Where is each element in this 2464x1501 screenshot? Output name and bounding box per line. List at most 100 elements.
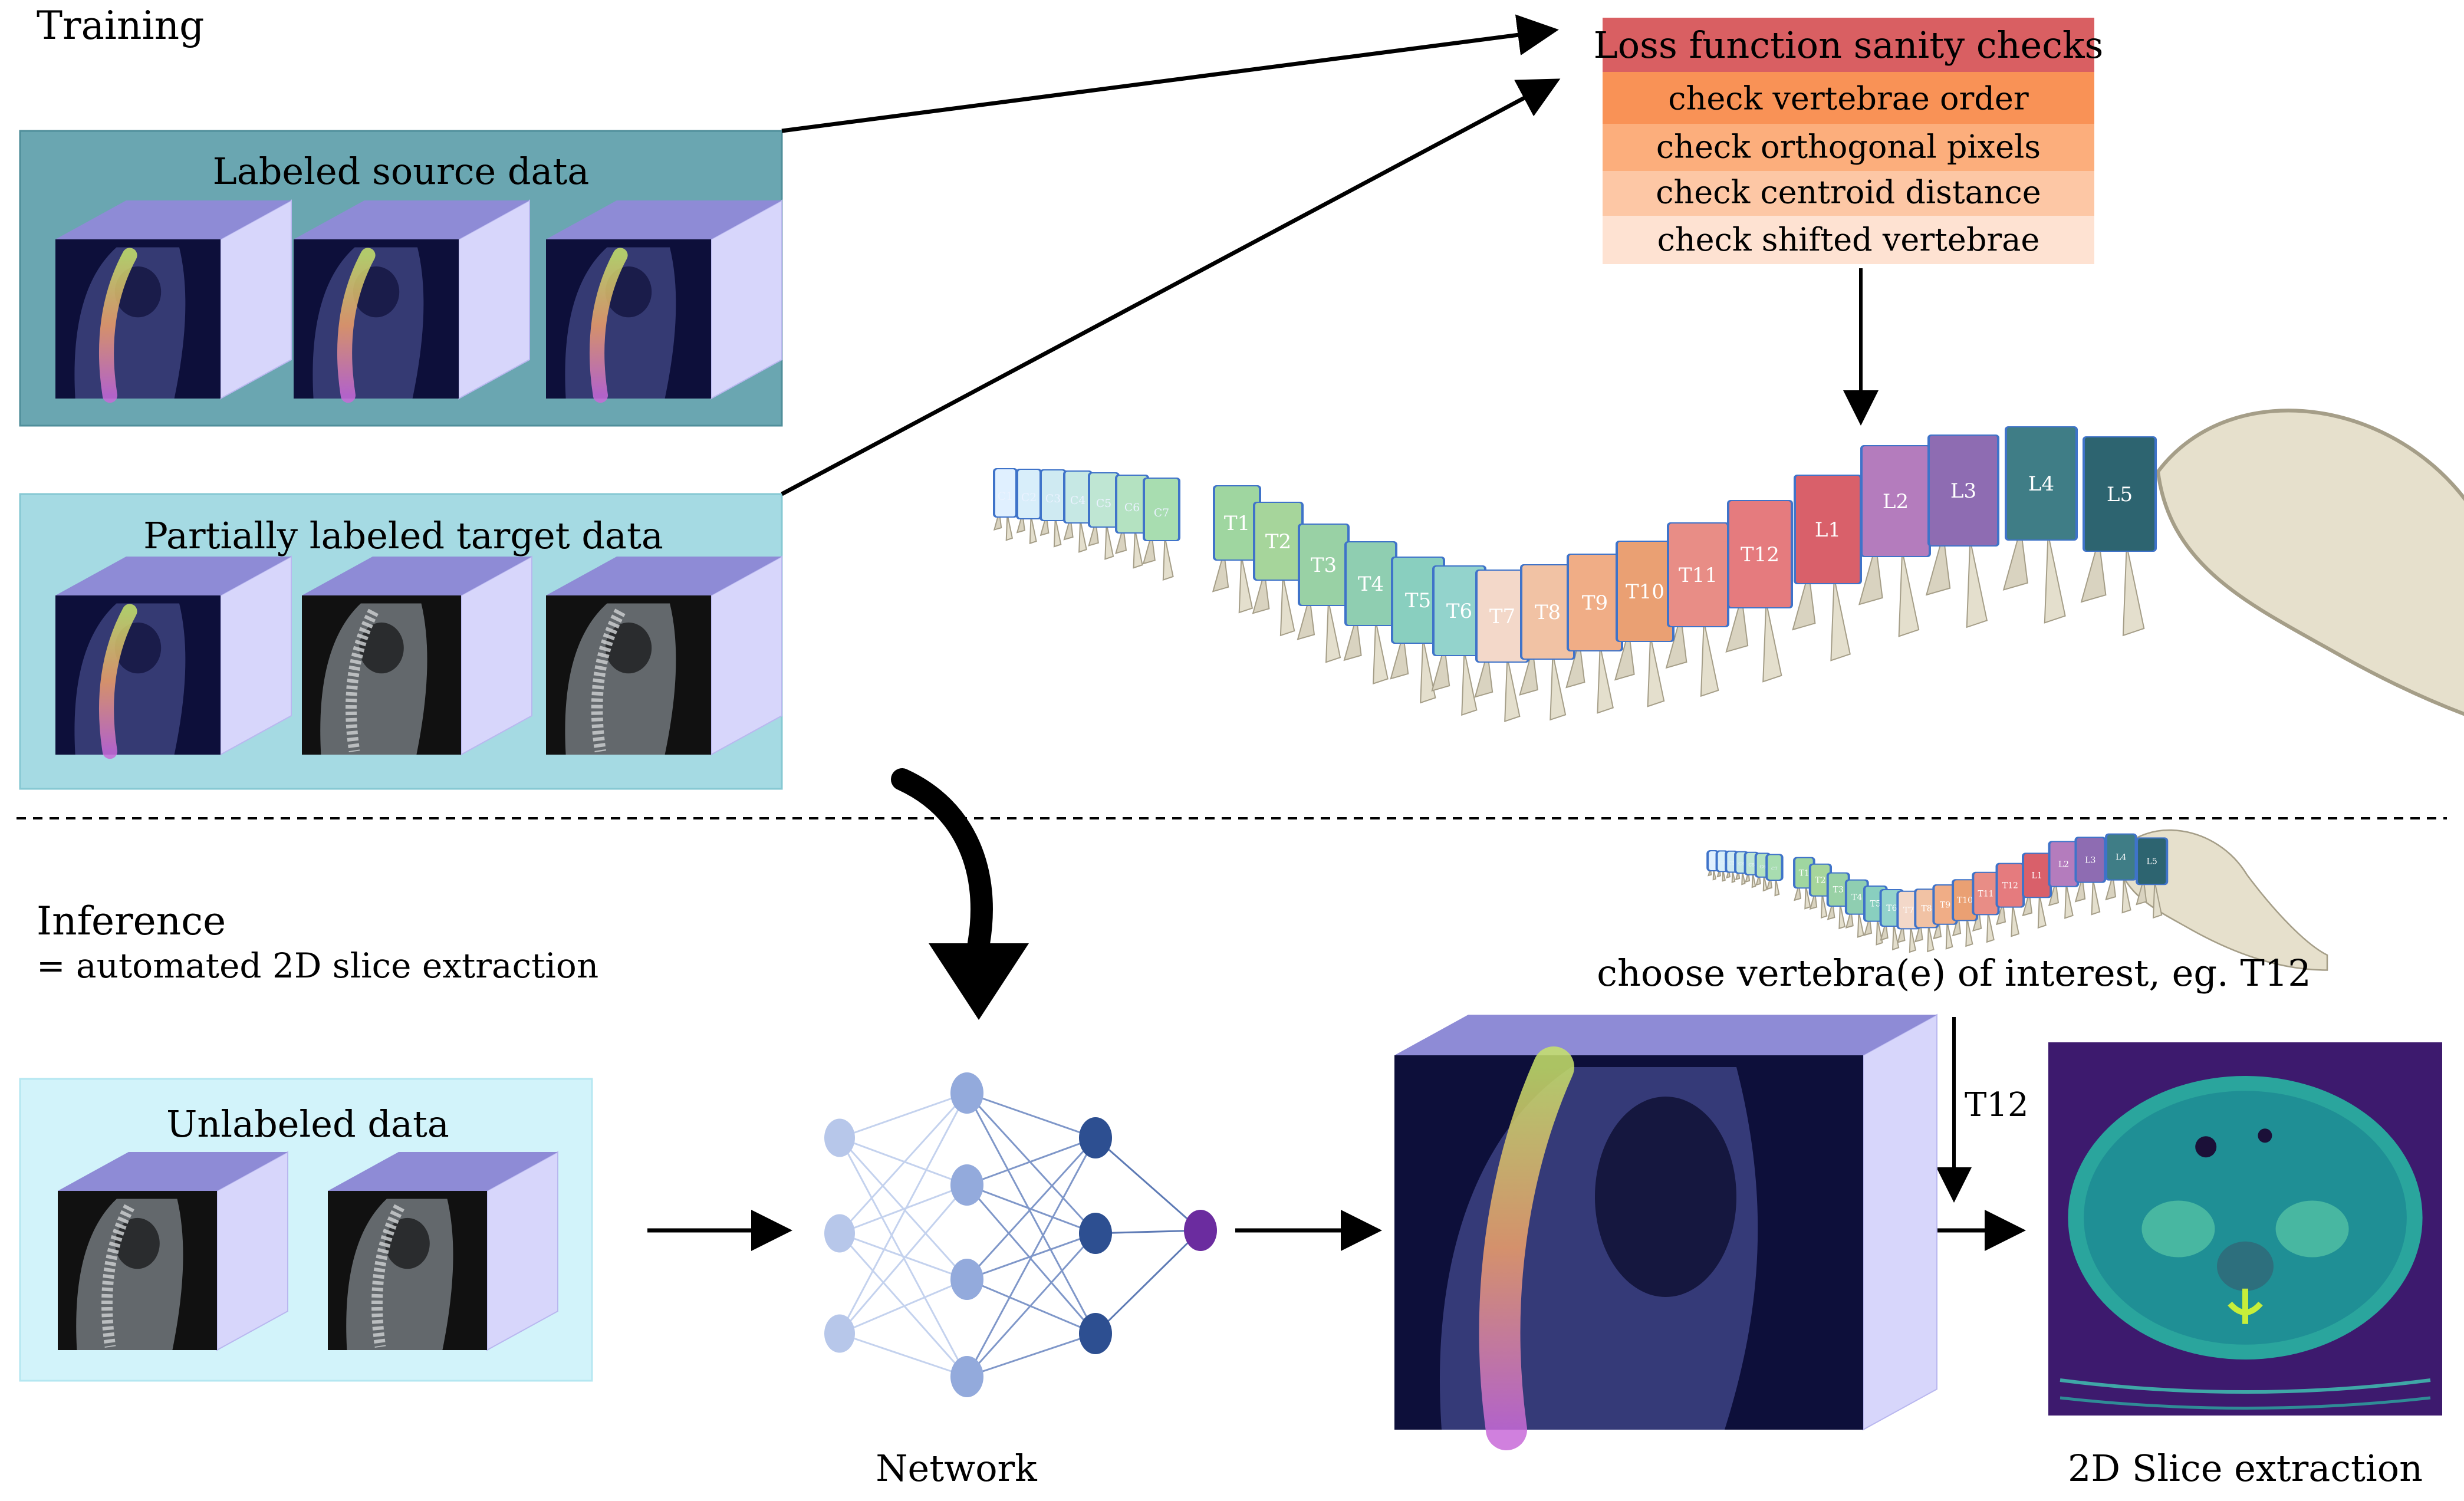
vertebra-label: T2: [1815, 876, 1825, 886]
transverse-process: [1722, 870, 1726, 882]
segmented-spine: [337, 248, 376, 403]
vertebra-label: L4: [2116, 853, 2126, 863]
vertebra-label: T6: [1886, 904, 1897, 913]
network-edge: [966, 1137, 1096, 1186]
network-edge: [966, 1332, 1096, 1378]
volume-top-face: [1394, 1015, 1937, 1055]
transverse-process: [1550, 653, 1567, 721]
vertebra-body: [1847, 880, 1867, 914]
slice-extraction-label: 2D Slice extraction: [2068, 1447, 2423, 1490]
volume-segmented-spine: [1479, 1046, 1574, 1450]
vertebra-label: C4: [1070, 495, 1085, 507]
network-edge: [966, 1092, 1097, 1334]
spinous-process: [1725, 596, 1749, 653]
vertebra-label: L5: [2107, 483, 2133, 506]
network-edge: [839, 1332, 968, 1378]
cube-top-face: [302, 557, 532, 595]
inference-subheading: = automated 2D slice extraction: [37, 946, 598, 986]
spinous-process: [1665, 615, 1687, 669]
network-label: Network: [876, 1447, 1037, 1490]
vertebra-label: C1: [998, 491, 1013, 503]
vertebra-body: [1998, 864, 2023, 907]
vertebra-body: [1042, 470, 1064, 520]
vertebra-body: [1018, 470, 1039, 518]
spinous-process: [2074, 877, 2086, 903]
vertebra-label: L4: [2028, 472, 2054, 496]
network-node: [950, 1259, 983, 1300]
network-edge: [838, 1092, 968, 1334]
vertebra-body: [2024, 854, 2050, 897]
vertebra-body: [1393, 558, 1443, 643]
cube-top-face: [328, 1152, 558, 1191]
spinous-process: [1925, 534, 1951, 596]
network-node: [950, 1072, 983, 1114]
vertebra-label: T11: [1679, 564, 1718, 587]
target-to-checks-arrow: [781, 78, 1561, 496]
transverse-process: [1053, 517, 1062, 548]
abdomen: [2084, 1091, 2407, 1345]
vertebra-label: L2: [2058, 860, 2069, 870]
spinous-process: [1858, 545, 1883, 605]
vertebra-body: [1300, 525, 1347, 605]
transverse-process: [1420, 638, 1436, 704]
vertebra-label: T7: [1489, 605, 1515, 628]
vertebra-label: C2: [1021, 492, 1037, 504]
check-item: check orthogonal pixels: [1656, 129, 2041, 166]
vertebra-body: [1729, 501, 1791, 607]
spinous-process: [2048, 881, 2060, 907]
network-node: [1079, 1213, 1112, 1254]
vertebra-body: [1935, 886, 1956, 924]
network-edge: [839, 1184, 968, 1235]
bowel-gas: [2195, 1136, 2217, 1158]
vertebra-label: T5: [1405, 589, 1431, 613]
network-edge: [966, 1278, 1096, 1335]
vertebra-body: [1669, 524, 1727, 626]
spinous-process: [2105, 874, 2117, 901]
transverse-process: [1966, 539, 1988, 628]
transverse-process: [2121, 877, 2131, 914]
vertebra-body: [1718, 851, 1726, 871]
transverse-process: [2152, 881, 2163, 919]
spinous-process: [1614, 630, 1635, 681]
vertebra-label: T10: [1626, 580, 1664, 604]
vertebra-body: [1435, 567, 1484, 655]
spinous-process: [1792, 572, 1816, 631]
vertebra-label: T2: [1265, 530, 1291, 554]
network-node: [824, 1118, 855, 1157]
spine-column: [346, 608, 379, 753]
transverse-process: [1741, 871, 1746, 886]
cube-top-face: [294, 200, 529, 239]
vertebra-label: T5: [1870, 900, 1881, 909]
segmented-spine: [99, 248, 137, 403]
transverse-process: [1830, 577, 1851, 661]
vertebra-label: T8: [1921, 904, 1932, 914]
transverse-process: [1238, 555, 1254, 614]
sacrum: [2156, 409, 2464, 716]
network-edge: [966, 1137, 1097, 1281]
volume-side-face: [1863, 1013, 1937, 1431]
transverse-process: [1774, 878, 1780, 897]
vertebra-label: C3: [1045, 493, 1061, 505]
transverse-process: [1712, 869, 1716, 881]
transverse-process: [2091, 879, 2101, 916]
vertebra-label: L1: [1815, 518, 1841, 542]
network-node: [950, 1356, 983, 1397]
vertebra-cross-section: [2217, 1241, 2274, 1291]
network-edge: [839, 1232, 968, 1281]
spinous-process: [1565, 640, 1585, 689]
transverse-process: [1325, 600, 1341, 663]
vertebra-body: [1811, 864, 1830, 896]
vertebra-label: T9: [1940, 900, 1950, 910]
t12-arrow-label: T12: [1965, 1086, 2029, 1124]
spinous-process: [1431, 646, 1450, 692]
target-scan-volume-unlabeled: [302, 555, 532, 756]
network-node: [950, 1164, 983, 1206]
vertebra-label: L3: [1950, 479, 1976, 503]
network-node: [824, 1314, 855, 1353]
transverse-process: [1762, 601, 1782, 683]
labeled-source-label: Labeled source data: [213, 150, 590, 193]
transverse-process: [1162, 536, 1174, 581]
source-scan-volume: [546, 199, 782, 403]
vertebra-body: [1863, 446, 1929, 556]
